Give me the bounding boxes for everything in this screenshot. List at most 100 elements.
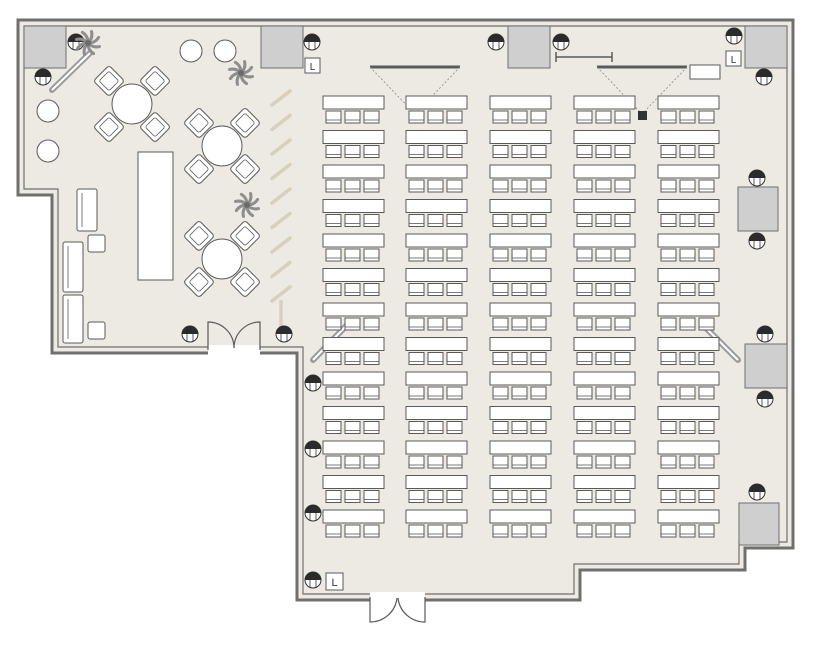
classroom-table-set xyxy=(657,233,720,262)
chair xyxy=(576,352,593,365)
wall-light-icon xyxy=(552,33,570,51)
side-table xyxy=(87,321,106,340)
chair xyxy=(408,179,425,193)
chair xyxy=(679,421,696,434)
classroom-table-set xyxy=(657,371,720,400)
chair xyxy=(492,248,509,262)
chair xyxy=(344,248,361,262)
classroom-table-set xyxy=(322,371,385,400)
classroom-table-set xyxy=(489,268,552,296)
chair xyxy=(427,179,444,193)
classroom-table-set xyxy=(657,475,720,503)
inner-wall-line xyxy=(23,25,788,595)
chair xyxy=(427,455,444,469)
armchair-icon xyxy=(140,66,170,96)
chair xyxy=(344,145,361,158)
classroom-seating xyxy=(322,95,720,538)
chair xyxy=(614,179,631,193)
classroom-table-set xyxy=(573,337,636,365)
table xyxy=(322,268,385,282)
classroom-table-set xyxy=(573,440,636,469)
chair xyxy=(660,214,677,227)
classroom-table-set xyxy=(322,95,385,124)
chair xyxy=(492,110,509,124)
chair xyxy=(698,386,715,400)
chair xyxy=(614,455,631,469)
table xyxy=(657,509,720,524)
wall-light-icon xyxy=(181,325,199,343)
chair xyxy=(614,145,631,158)
chair xyxy=(408,352,425,365)
chair xyxy=(698,145,715,158)
chair xyxy=(427,421,444,434)
projector-icon xyxy=(638,111,647,120)
table xyxy=(322,233,385,248)
chair xyxy=(344,317,361,331)
side-table xyxy=(689,64,721,80)
round-table xyxy=(111,83,153,125)
chair xyxy=(595,179,612,193)
wall-light-icon xyxy=(756,390,774,408)
chair xyxy=(660,386,677,400)
table xyxy=(322,302,385,317)
chair xyxy=(576,490,593,503)
wall-light-icon xyxy=(275,325,293,343)
divider-segment xyxy=(270,211,292,230)
chair xyxy=(511,524,528,538)
column xyxy=(507,25,551,69)
classroom-table-set xyxy=(405,302,468,331)
chair xyxy=(595,248,612,262)
table xyxy=(489,199,552,213)
table xyxy=(489,130,552,144)
chair xyxy=(408,524,425,538)
chair xyxy=(492,179,509,193)
classroom-table-set xyxy=(657,440,720,469)
chair xyxy=(344,283,361,296)
chair xyxy=(679,283,696,296)
divider-segment xyxy=(270,187,292,205)
chair xyxy=(363,145,380,158)
chair xyxy=(679,455,696,469)
chair xyxy=(660,317,677,331)
classroom-table-set xyxy=(657,337,720,365)
column xyxy=(744,25,788,69)
classroom-table-set xyxy=(489,199,552,227)
chair xyxy=(344,524,361,538)
table xyxy=(573,509,636,524)
wall-light-icon xyxy=(34,68,52,86)
chair xyxy=(492,524,509,538)
lectern-label: L xyxy=(310,62,316,73)
table xyxy=(573,130,636,144)
armchair-icon xyxy=(184,267,214,297)
table xyxy=(322,164,385,179)
table xyxy=(657,268,720,282)
wall-light-icon xyxy=(755,68,773,86)
chair xyxy=(679,524,696,538)
chair xyxy=(660,524,677,538)
chair xyxy=(427,145,444,158)
chair xyxy=(325,421,342,434)
armchair-icon xyxy=(184,108,214,138)
chair xyxy=(344,214,361,227)
table xyxy=(573,199,636,213)
chair xyxy=(698,352,715,365)
chair xyxy=(530,524,547,538)
classroom-table-set xyxy=(405,371,468,400)
armchair-icon xyxy=(140,112,170,142)
chair xyxy=(344,352,361,365)
classroom-table-set xyxy=(489,95,552,124)
classroom-table-set xyxy=(573,268,636,296)
table xyxy=(405,302,468,317)
table xyxy=(657,371,720,386)
chair xyxy=(408,386,425,400)
chair xyxy=(363,214,380,227)
small-round-table xyxy=(213,39,237,63)
plant-icon xyxy=(75,30,101,56)
sofa xyxy=(76,188,98,232)
chair xyxy=(660,179,677,193)
table xyxy=(405,337,468,351)
chair xyxy=(511,490,528,503)
small-round-table xyxy=(36,139,60,163)
chair xyxy=(595,317,612,331)
